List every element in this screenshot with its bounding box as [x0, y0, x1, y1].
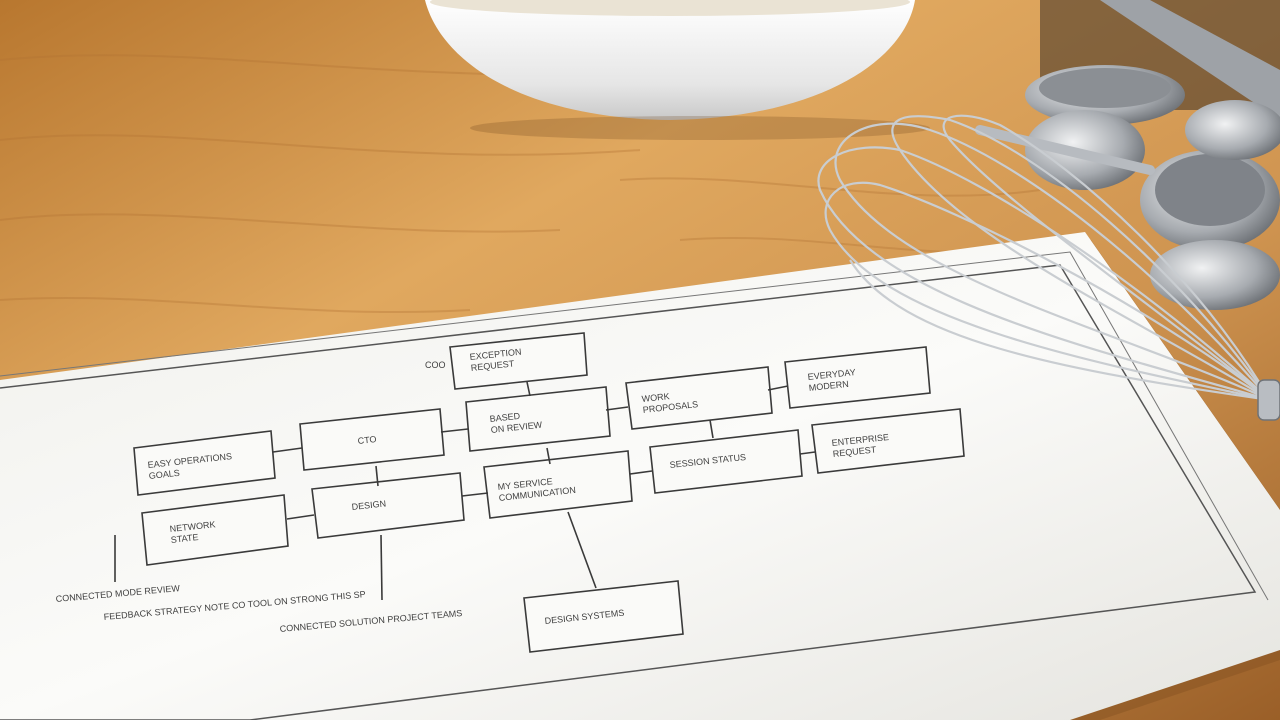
diagram-box-d — [784, 346, 931, 409]
diagram-box-f — [299, 408, 445, 471]
paper-sheet — [0, 232, 1280, 720]
diagram-box-g — [483, 450, 633, 519]
diagram-box-i — [811, 408, 965, 474]
diagram-box-h — [649, 429, 803, 494]
box-f-label: CTO — [357, 434, 377, 446]
whisk-handle — [1257, 379, 1280, 421]
diagram-box-a — [449, 332, 588, 390]
box-i-label: ENTERPRISEREQUEST — [831, 432, 890, 459]
top-left-note: COO — [425, 360, 446, 370]
whisk — [817, 114, 1271, 402]
diagram-box-e — [133, 430, 276, 496]
diagram-box-k — [311, 472, 465, 539]
diagram-box-l — [523, 580, 684, 653]
box-a-label: EXCEPTIONREQUEST — [469, 347, 523, 373]
diagram-box-b — [465, 386, 611, 452]
box-j-label: NETWORKSTATE — [169, 519, 217, 545]
box-k-label: DESIGN — [351, 498, 386, 512]
diagram-box-c — [625, 366, 773, 430]
mixing-bowl — [425, 0, 930, 140]
diagram-connectors — [114, 381, 816, 601]
measuring-cups — [975, 0, 1280, 310]
diagram-box-j — [141, 494, 289, 566]
